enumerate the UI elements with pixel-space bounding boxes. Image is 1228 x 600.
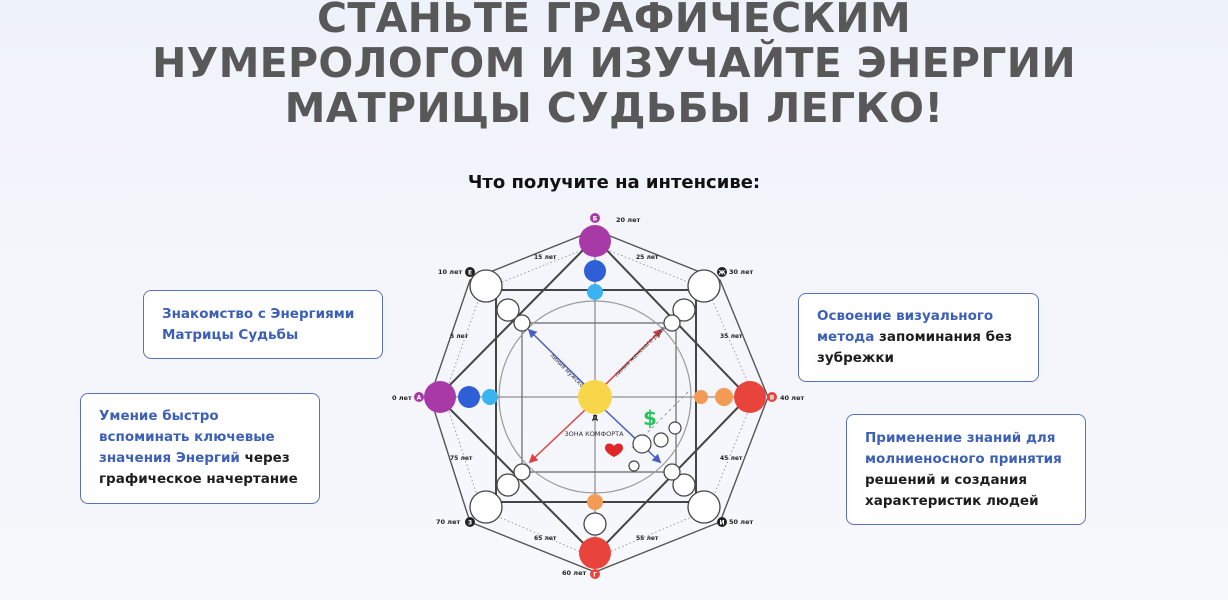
headline-line-1: СТАНЬТЕ ГРАФИЧЕСКИМ — [316, 0, 912, 42]
age-65: 65 лет — [534, 535, 557, 542]
headline-line-2: НУМЕРОЛОГОМ И ИЗУЧАЙТЕ ЭНЕРГИИ — [152, 39, 1076, 87]
age-35: 35 лет — [720, 333, 743, 340]
benefit-card-recall: Умение быстро вспоминать ключевые значен… — [80, 393, 320, 504]
letter-bottom: Г — [593, 572, 597, 579]
male-line-arrow — [527, 328, 586, 386]
letter-left: А — [417, 395, 422, 402]
node-left — [424, 381, 456, 413]
heart-icon — [605, 443, 623, 457]
node-top-left-3 — [513, 314, 531, 332]
node-top-3 — [587, 284, 603, 300]
comfort-zone-label: ЗОНА КОМФОРТА — [564, 430, 624, 438]
letter-badges: Б Ж В И Г З А Е — [414, 213, 777, 579]
age-5: 5 лет — [450, 333, 469, 340]
letter-top: Б — [593, 216, 598, 223]
female-line-arrow — [604, 328, 663, 386]
node-bottom-left — [469, 490, 503, 524]
age-top-left: 10 лет — [438, 268, 462, 276]
node-left-3 — [482, 389, 498, 405]
headline-line-3: МАТРИЦЫ СУДЬБЫ ЛЕГКО! — [284, 84, 944, 132]
letter-bottom-right: И — [719, 520, 724, 527]
dollar-icon: $ — [643, 406, 657, 430]
age-top-right: 30 лет — [729, 268, 753, 276]
page-headline: СТАНЬТЕ ГРАФИЧЕСКИМ НУМЕРОЛОГОМ И ИЗУЧАЙ… — [0, 0, 1228, 131]
age-bottom-right: 50 лет — [729, 518, 753, 526]
node-bottom-right-3 — [663, 463, 681, 481]
card-text: запоминания без зубрежки — [817, 329, 1013, 366]
node-top-right — [687, 269, 721, 303]
card-highlight: Умение быстро вспоминать ключевые значен… — [99, 408, 275, 466]
node-left-2 — [458, 386, 480, 408]
node-bottom — [579, 537, 611, 569]
node-bottom-2 — [583, 512, 607, 536]
node-bottom-right — [687, 490, 721, 524]
section-subtitle: Что получите на интенсиве: — [467, 172, 761, 193]
age-25: 25 лет — [636, 254, 659, 261]
money-node-4 — [628, 460, 640, 472]
letter-right: В — [770, 395, 775, 402]
node-top — [579, 225, 611, 257]
age-15: 15 лет — [534, 254, 557, 261]
node-bottom-left-3 — [513, 463, 531, 481]
age-bottom-left: 70 лет — [436, 518, 460, 526]
node-top-left-2 — [496, 298, 520, 322]
node-right — [734, 381, 766, 413]
age-bottom: 60 лет — [562, 569, 586, 577]
node-top-2 — [584, 260, 606, 282]
card-highlight: Знакомство с Энергиями Матрицы Судьбы — [162, 306, 355, 343]
money-node-1 — [632, 434, 652, 454]
age-ring — [443, 244, 755, 559]
node-right-2 — [715, 388, 733, 406]
letter-top-left: Е — [468, 270, 472, 277]
center-letter: Д — [592, 414, 598, 422]
age-left: 0 лет — [392, 394, 412, 402]
destiny-matrix-diagram: линия мужского рода линия женского рода … — [392, 213, 804, 579]
node-center — [578, 380, 612, 414]
node-bottom-left-2 — [496, 473, 520, 497]
blue-down-arrow — [604, 409, 662, 464]
node-top-right-3 — [663, 314, 681, 332]
money-node-3 — [668, 421, 682, 435]
benefit-card-decisions: Применение знаний для молниеносного прин… — [846, 414, 1086, 525]
age-right: 40 лет — [780, 394, 804, 402]
age-55: 55 лет — [636, 535, 659, 542]
card-highlight: Освоение визуального метода — [817, 308, 994, 345]
card-text: решений и создания характеристик людей — [865, 472, 1039, 509]
node-top-right-2 — [672, 298, 696, 322]
node-bottom-right-2 — [672, 473, 696, 497]
money-node-2 — [653, 432, 669, 448]
age-75: 75 лет — [450, 455, 473, 462]
node-bottom-3 — [587, 494, 603, 510]
benefit-card-energies: Знакомство с Энергиями Матрицы Судьбы — [143, 290, 383, 359]
card-highlight: Применение знаний для молниеносного прин… — [865, 430, 1062, 467]
age-top: 20 лет — [616, 216, 640, 224]
age-45: 45 лет — [720, 455, 743, 462]
node-right-3 — [694, 390, 708, 404]
money-line — [631, 391, 689, 449]
node-top-left — [469, 269, 503, 303]
red-down-arrow — [528, 409, 586, 464]
card-text: через графическое начертание — [99, 450, 298, 487]
female-line-label: линия женского рода — [613, 325, 667, 379]
benefit-card-visual-method: Освоение визуального метода запоминания … — [798, 293, 1039, 382]
letter-bottom-left: З — [468, 520, 472, 527]
letter-top-right: Ж — [718, 270, 726, 277]
